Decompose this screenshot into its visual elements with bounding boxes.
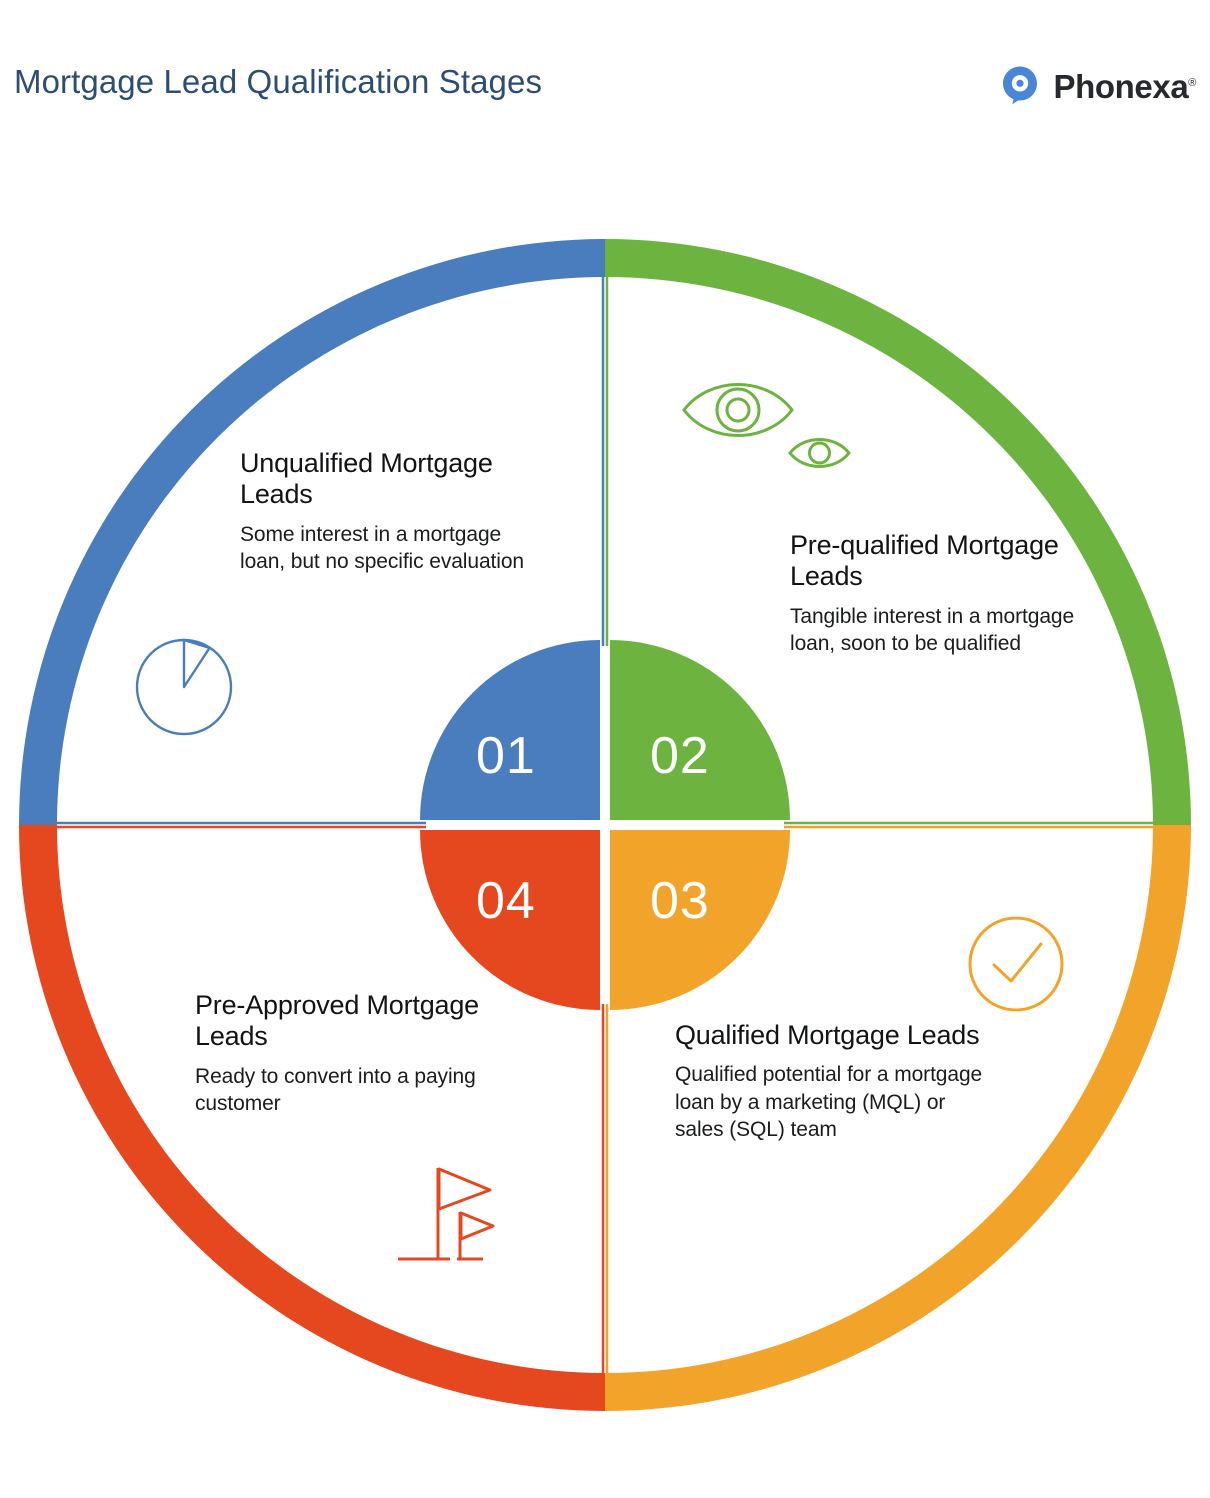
center-wedge-03	[610, 830, 790, 1010]
segment-title-04: Pre-Approved Mortgage Leads	[195, 990, 479, 1052]
registered-trademark-icon: ®	[1188, 76, 1196, 89]
center-wedge-04	[420, 830, 600, 1010]
logo-wordmark: Phonexa	[1053, 67, 1189, 105]
pie-chart-icon	[132, 635, 236, 744]
phonexa-logo-text: Phonexa®	[1053, 67, 1197, 105]
diagram-rings	[19, 239, 1191, 1411]
segment-body-02: Tangible interest in a mortgage loan, so…	[790, 604, 1075, 655]
segment-body-03: Qualified potential for a mortgage loan …	[675, 1063, 983, 1141]
segment-number-01: 01	[476, 727, 536, 785]
eye-icon	[680, 370, 855, 485]
arc-segment-02	[605, 239, 1191, 825]
check-circle-icon	[962, 910, 1070, 1023]
page-header: Mortgage Lead Qualification Stages Phone…	[0, 0, 1210, 160]
segment-body-01: Some interest in a mortgage loan, but no…	[240, 522, 524, 573]
segment-number-04: 04	[476, 872, 536, 930]
flag-icon	[398, 1160, 522, 1275]
segment-number-02: 02	[650, 727, 710, 785]
segment-title-03: Qualified Mortgage Leads	[675, 1020, 980, 1050]
segment-title-01: Unqualified Mortgage Leads	[240, 448, 493, 510]
segment-body-04: Ready to convert into a paying customer	[195, 1064, 476, 1115]
center-wedge-01	[420, 640, 600, 820]
arc-segment-01	[19, 239, 605, 825]
segment-text-01: Unqualified Mortgage Leads Some interest…	[240, 448, 540, 575]
arc-segment-04	[19, 825, 605, 1411]
page-title: Mortgage Lead Qualification Stages	[14, 63, 543, 100]
segment-number-03: 03	[650, 872, 710, 930]
arc-segment-03	[605, 825, 1191, 1411]
phonexa-pin-icon	[999, 64, 1041, 106]
quadrant-diagram: 01 02 03 04 Unqualified Mortgage Leads S…	[0, 220, 1210, 1430]
phonexa-logo: Phonexa®	[999, 62, 1196, 108]
center-wedge-02	[610, 640, 790, 820]
segment-text-04: Pre-Approved Mortgage Leads Ready to con…	[195, 990, 495, 1117]
segment-title-02: Pre-qualified Mortgage Leads	[790, 530, 1059, 592]
segment-text-02: Pre-qualified Mortgage Leads Tangible in…	[790, 530, 1100, 657]
segment-text-03: Qualified Mortgage Leads Qualified poten…	[675, 1020, 995, 1143]
